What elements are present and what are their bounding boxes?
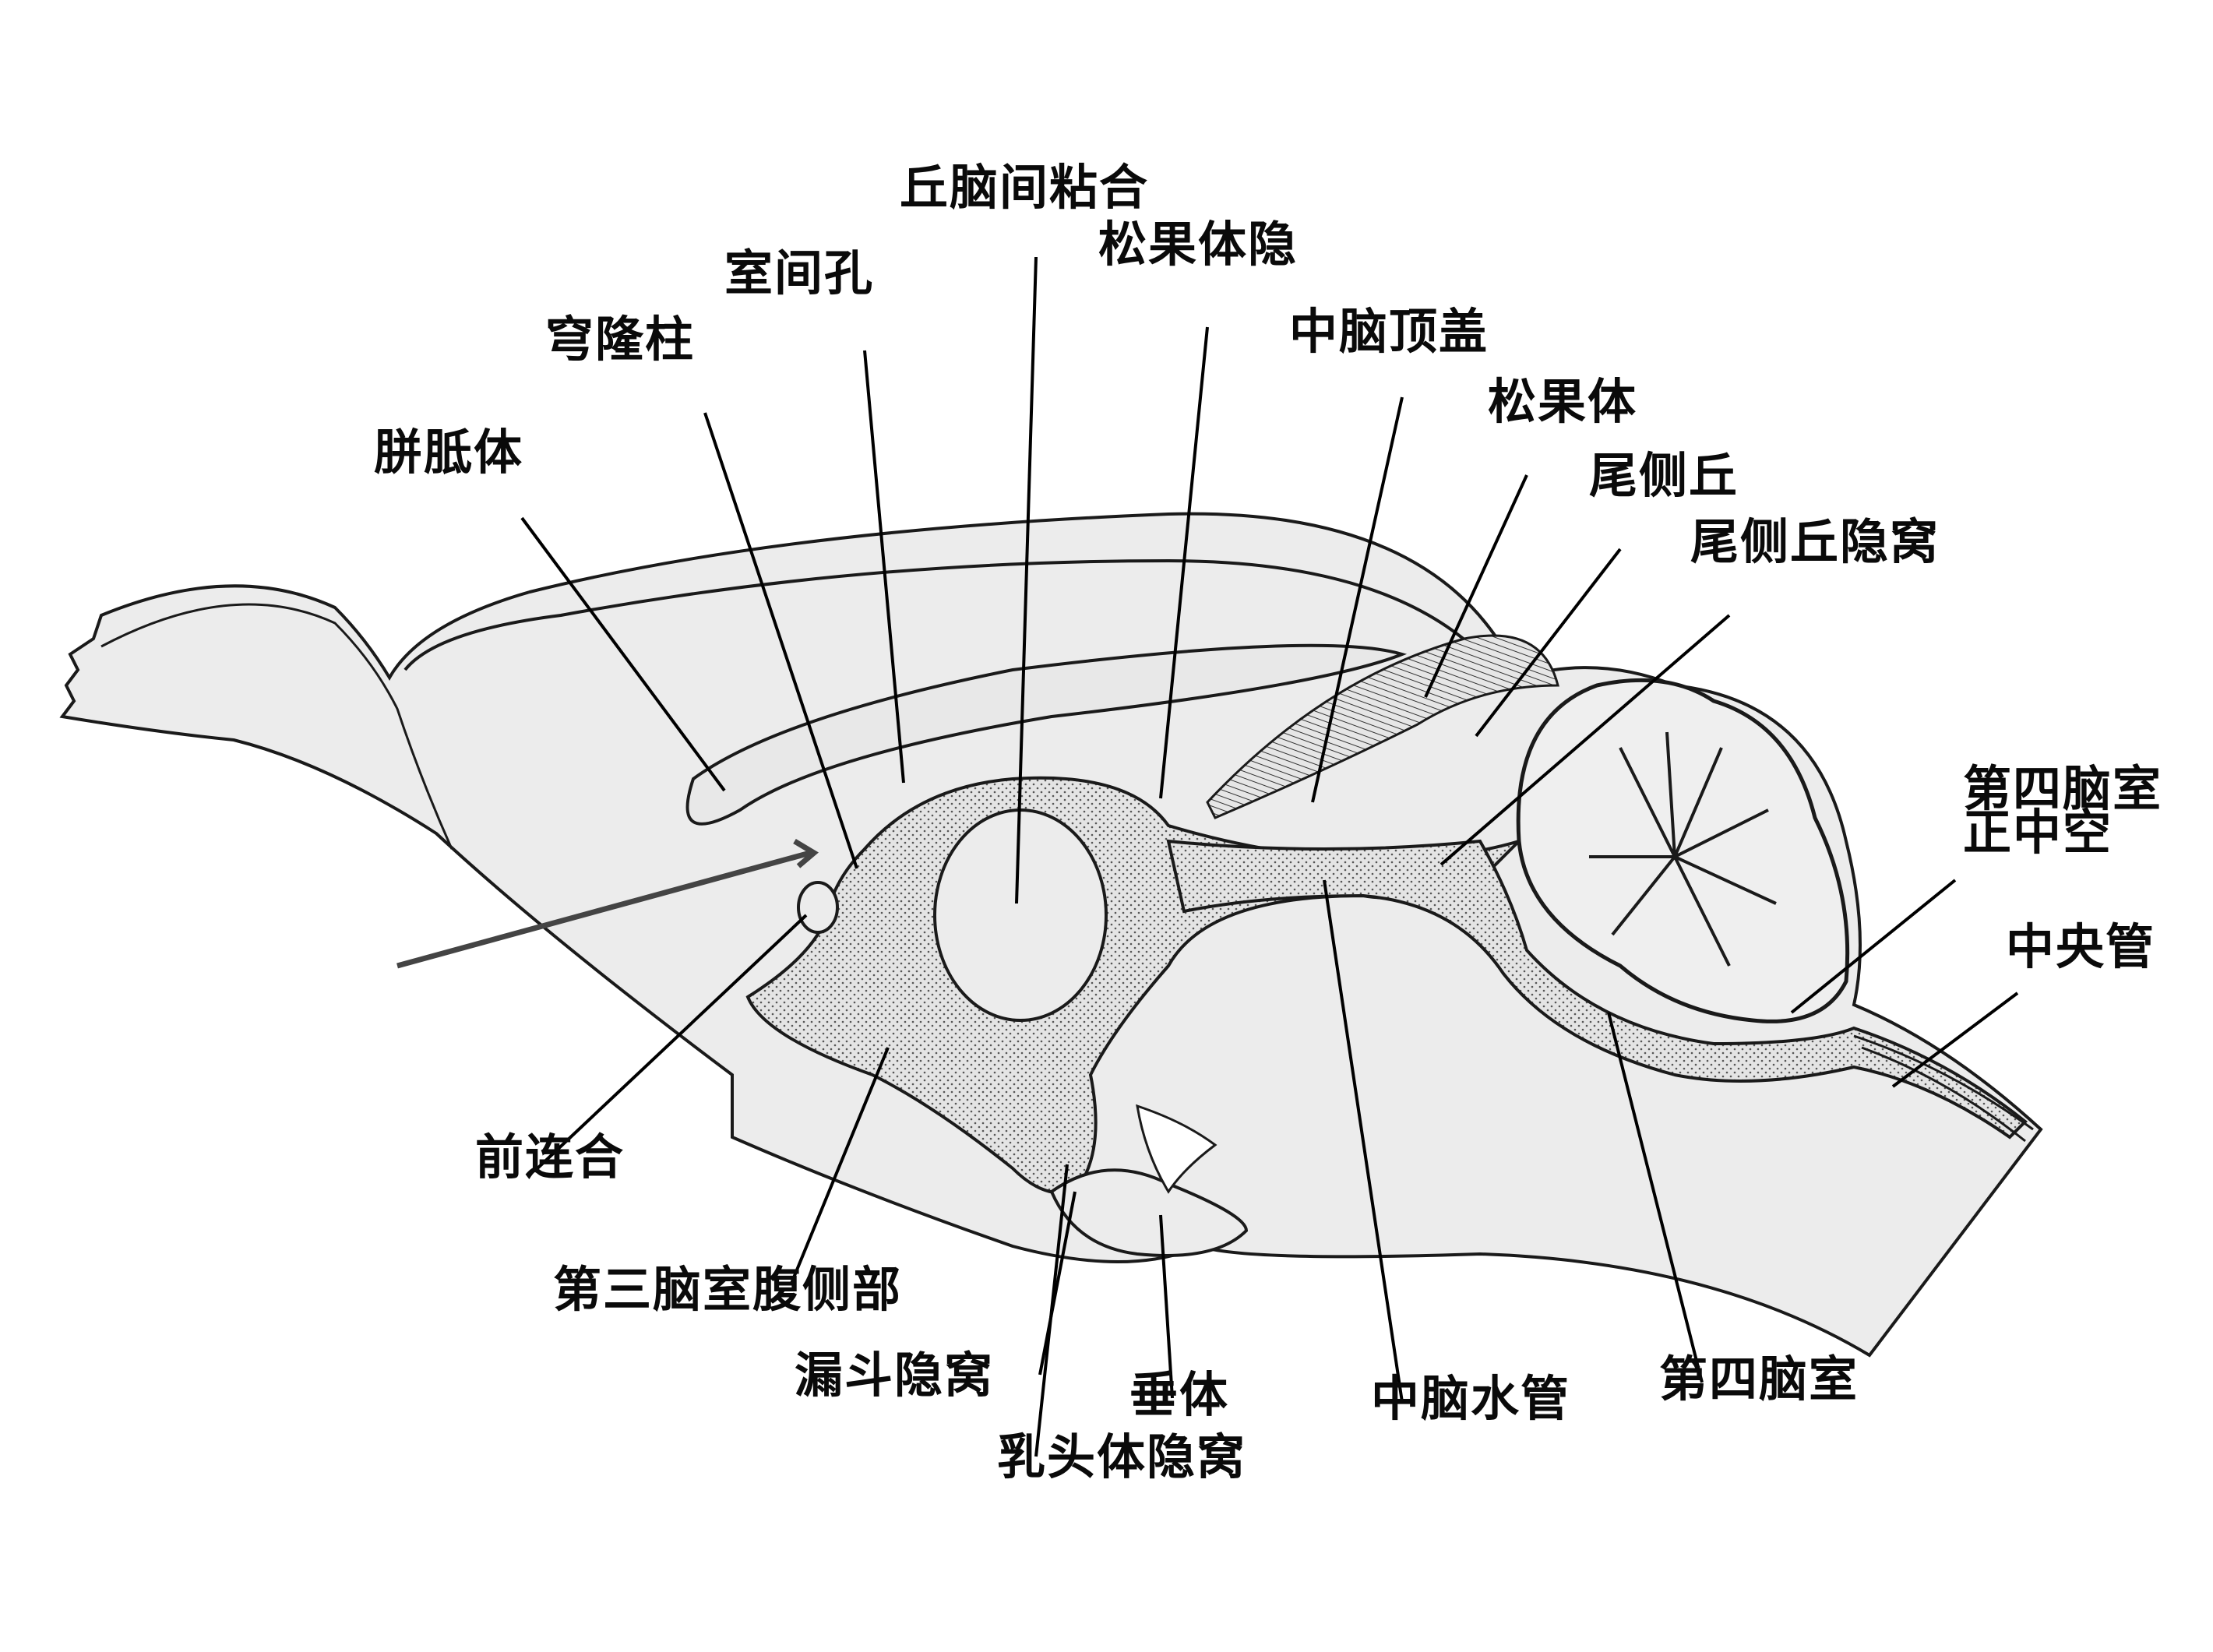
foramen-arrow: [396, 838, 819, 969]
leader-lines: [520, 256, 2019, 1457]
label-pineal-recess-top: 丘脑间粘合: [900, 159, 1150, 216]
label-third-ventricle-ventral: 第三脑室腹侧部: [553, 1261, 903, 1318]
leader-line: [1424, 474, 1528, 698]
leader-line: [1607, 1012, 1704, 1383]
tectum-hatched: [1206, 634, 1559, 819]
interthalamic-adhesion: [933, 808, 1108, 1022]
leader-line: [1475, 548, 1622, 738]
cortex-band: [403, 558, 1497, 671]
leader-line: [1323, 879, 1404, 1403]
leader-line: [1159, 326, 1209, 799]
cerebellar-folia: [1589, 731, 1777, 967]
label-cerebral-aqueduct: 中脑水管: [1371, 1370, 1571, 1427]
corpus-callosum-shape: [685, 643, 1408, 826]
label-caudal-colliculus: 尾侧丘: [1589, 447, 1739, 504]
aqueduct-fourth-ventricle: [1166, 839, 2028, 1139]
leader-line: [1038, 1191, 1077, 1375]
label-hypophysis: 垂体: [1129, 1366, 1230, 1423]
label-caudal-colliculus-recess: 尾侧丘隐窝: [1690, 513, 1940, 570]
label-fornix-column: 穹隆柱: [545, 311, 696, 368]
leader-line: [536, 914, 808, 1170]
label-midbrain-tectum: 中脑顶盖: [1289, 303, 1489, 360]
label-infundibular-recess: 漏斗隐窝: [795, 1347, 995, 1404]
hypophysis-shape: [1049, 1168, 1249, 1257]
leader-line: [1440, 614, 1731, 866]
central-canal-lines: [1853, 1034, 2034, 1143]
label-pineal-body: 松果体: [1488, 373, 1638, 430]
leader-line: [1311, 396, 1404, 803]
leader-line: [863, 350, 905, 784]
label-fourth-ventricle: 第四脑室: [1659, 1351, 1859, 1407]
label-interventricular-foramen: 室间孔: [724, 245, 875, 301]
leader-line: [1015, 256, 1038, 904]
olfactory-fold: [100, 603, 453, 850]
leader-line: [1891, 992, 2019, 1088]
label-mammillary-recess: 乳头体隐窝: [997, 1428, 1247, 1485]
leader-line: [520, 516, 726, 792]
leader-line: [789, 1047, 890, 1286]
label-anterior-commissure: 前连合: [475, 1129, 625, 1185]
leader-line: [1159, 1214, 1174, 1399]
leader-line: [1790, 879, 1957, 1014]
mammillary-shape: [1136, 1104, 1218, 1194]
leader-line: [1034, 1164, 1069, 1457]
label-pineal-recess: 松果体隐: [1098, 216, 1299, 273]
leader-line: [703, 412, 858, 869]
label-central-canal: 中央管: [2006, 918, 2156, 975]
anterior-commissure-shape: [797, 881, 839, 934]
label-fourth-ventricle-median-aperture: 第四脑室正中空: [1963, 760, 2163, 861]
cerebellum: [1516, 678, 1850, 1023]
label-corpus-callosum: 胼胝体: [374, 424, 524, 481]
